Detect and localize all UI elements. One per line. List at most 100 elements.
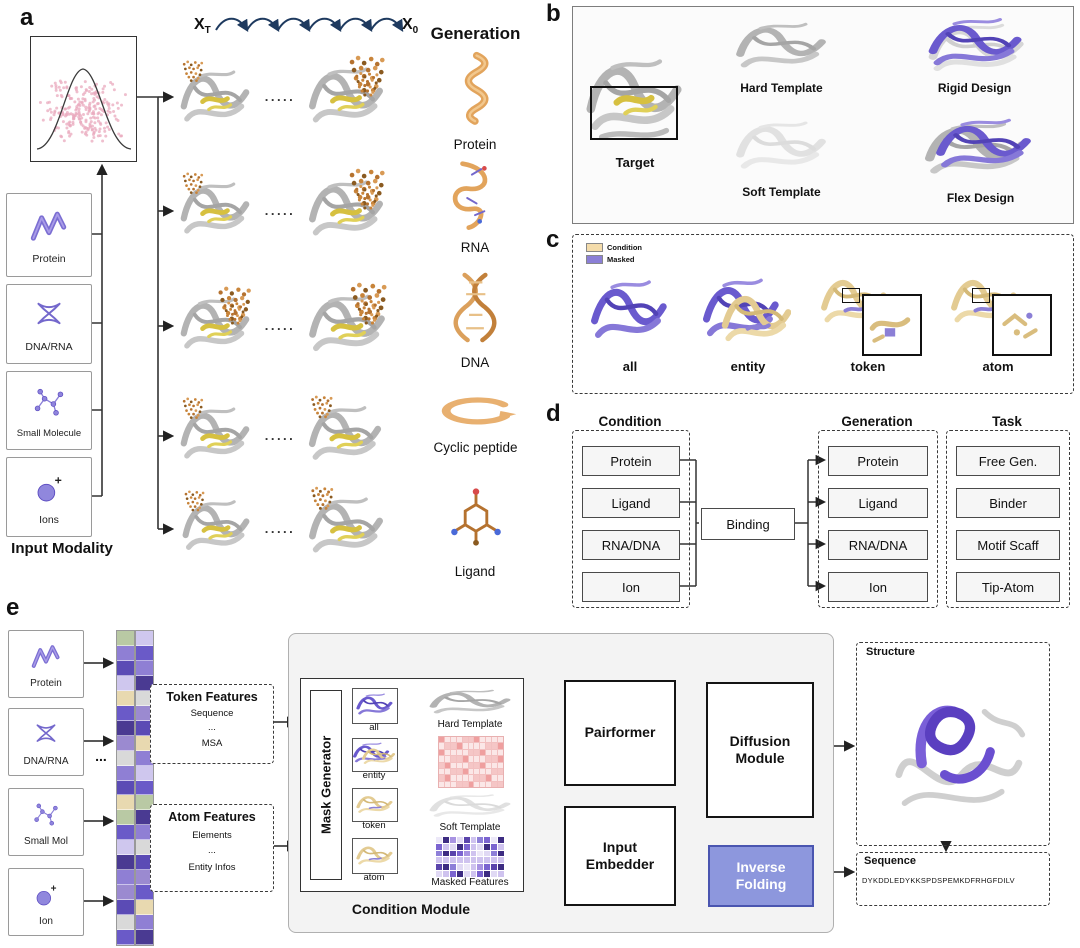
e-input-box-ion: Ion — [8, 868, 84, 936]
token-features-line-2: ... — [208, 722, 216, 733]
structure-output-label: Structure — [866, 646, 915, 658]
condition-item-ligand: Ligand — [582, 488, 680, 518]
atom-features-line-3: Entity Infos — [188, 862, 236, 873]
diffusion-module-box: Diffusion Module — [706, 682, 814, 818]
small-molecule-icon — [24, 382, 74, 426]
e-input-ellipsis: ... — [95, 748, 107, 764]
input-embedder-box: Input Embedder — [564, 806, 676, 906]
task-group-box — [946, 430, 1070, 608]
e-protein-icon — [26, 640, 66, 676]
e-input-label-protein: Protein — [30, 677, 62, 689]
structure-output-box — [856, 642, 1050, 846]
x-0-label: X0 — [402, 16, 418, 36]
e-soft-template-label: Soft Template — [439, 822, 501, 833]
output-label-ligand: Ligand — [454, 564, 496, 579]
condition-swatch — [586, 243, 603, 252]
task-item-tip-atom: Tip-Atom — [956, 572, 1060, 602]
task-item-free-gen: Free Gen. — [956, 446, 1060, 476]
row3-structure-denoised — [304, 278, 390, 370]
atom-features-box: Atom Features Elements ... Entity Infos — [150, 804, 274, 892]
output-cyclic-peptide-image — [430, 386, 518, 438]
token-features-line-1: Sequence — [190, 708, 234, 719]
output-dna-image — [438, 266, 512, 352]
output-label-rna: RNA — [460, 240, 490, 255]
panel-d-label: d — [546, 400, 561, 427]
task-header: Task — [992, 414, 1022, 429]
mask-thumb-token-label: token — [362, 820, 386, 831]
dna-rna-icon — [24, 295, 74, 339]
input-label-small-molecule: Small Molecule — [16, 428, 82, 439]
atom-zoom-box — [992, 294, 1052, 356]
sequence-output-box — [856, 852, 1050, 906]
condition-header: Condition — [598, 414, 662, 429]
e-soft-template-image — [424, 789, 516, 823]
gaussian-plot-svg — [36, 68, 132, 150]
input-label-ions: Ions — [39, 514, 59, 526]
row1-structure-noisy — [176, 54, 254, 140]
diffusion-chain-arrows — [215, 17, 404, 33]
structure-output-image — [876, 660, 1036, 832]
row5-structure-noisy — [178, 484, 254, 568]
panel-c-label: c — [546, 226, 560, 253]
feature-strip-2 — [135, 630, 154, 946]
feature-strip-1 — [116, 630, 135, 946]
generation-group-box — [818, 430, 938, 608]
mask-thumb-all-label: all — [369, 722, 379, 733]
masked-features-heatmap — [436, 837, 504, 877]
target-label: Target — [615, 155, 655, 170]
inverse-folding-box: Inverse Folding — [708, 845, 814, 907]
e-small-mol-icon — [26, 798, 66, 834]
x-t-base: X — [194, 16, 205, 33]
e-input-label-dna-rna: DNA/RNA — [23, 755, 69, 767]
pair-condition-grid — [438, 736, 504, 788]
input-box-small-molecule: Small Molecule — [6, 371, 92, 450]
gaussian-distribution-plot — [30, 36, 137, 162]
e-input-box-small-mol: Small Mol — [8, 788, 84, 856]
input-box-ions: Ions — [6, 457, 92, 537]
token-features-line-3: MSA — [201, 738, 223, 749]
hard-template-label: Hard Template — [740, 81, 823, 95]
x-0-base: X — [402, 16, 413, 33]
mask-token-label: token — [850, 359, 886, 374]
sequence-text: DYKDDLEDYKKSPDSPEMKDFRHGFDILV — [862, 876, 1015, 885]
mask-thumb-atom-label: atom — [363, 872, 385, 883]
condition-module-label: Condition Module — [351, 901, 471, 917]
panel-b-label: b — [546, 0, 561, 27]
mask-atom-label: atom — [982, 359, 1014, 374]
condition-legend-label: Condition — [607, 243, 642, 252]
mask-thumb-atom — [352, 838, 398, 874]
flex-design-image — [918, 110, 1034, 188]
token-zoom-content — [864, 296, 916, 350]
target-highlight-rect — [590, 86, 678, 140]
row1-structure-denoised — [304, 50, 388, 142]
row2-structure-denoised — [304, 164, 388, 254]
mask-thumb-entity — [352, 738, 398, 772]
generation-item-ligand: Ligand — [828, 488, 928, 518]
soft-template-image — [730, 110, 832, 182]
panel-c-box — [572, 234, 1074, 394]
legend-masked: Masked — [586, 255, 635, 264]
row3-structure-noisy — [176, 280, 254, 368]
masked-legend-label: Masked — [607, 255, 635, 264]
x-t-sub: T — [204, 25, 211, 37]
row4-structure-denoised — [304, 390, 386, 478]
ion-icon — [24, 468, 74, 512]
condition-item-ion: Ion — [582, 572, 680, 602]
rigid-design-image — [920, 8, 1028, 80]
generation-item-rna-dna: RNA/DNA — [828, 530, 928, 560]
atom-features-line-1: Elements — [192, 830, 232, 841]
output-label-dna: DNA — [460, 355, 490, 370]
row2-structure-noisy — [176, 166, 254, 252]
condition-group-box — [572, 430, 690, 608]
soft-template-label: Soft Template — [742, 185, 821, 199]
atom-zoom-source-rect — [972, 288, 990, 303]
row4-structure-noisy — [176, 392, 254, 476]
atom-zoom-content — [994, 296, 1046, 350]
e-hard-template-label: Hard Template — [437, 719, 503, 730]
masked-swatch — [586, 255, 603, 264]
generation-group-header: Generation — [841, 414, 913, 429]
row4-ellipsis: ..... — [264, 428, 296, 443]
mask-thumb-entity-label: entity — [362, 770, 386, 781]
input-label-dna-rna: DNA/RNA — [25, 341, 73, 353]
